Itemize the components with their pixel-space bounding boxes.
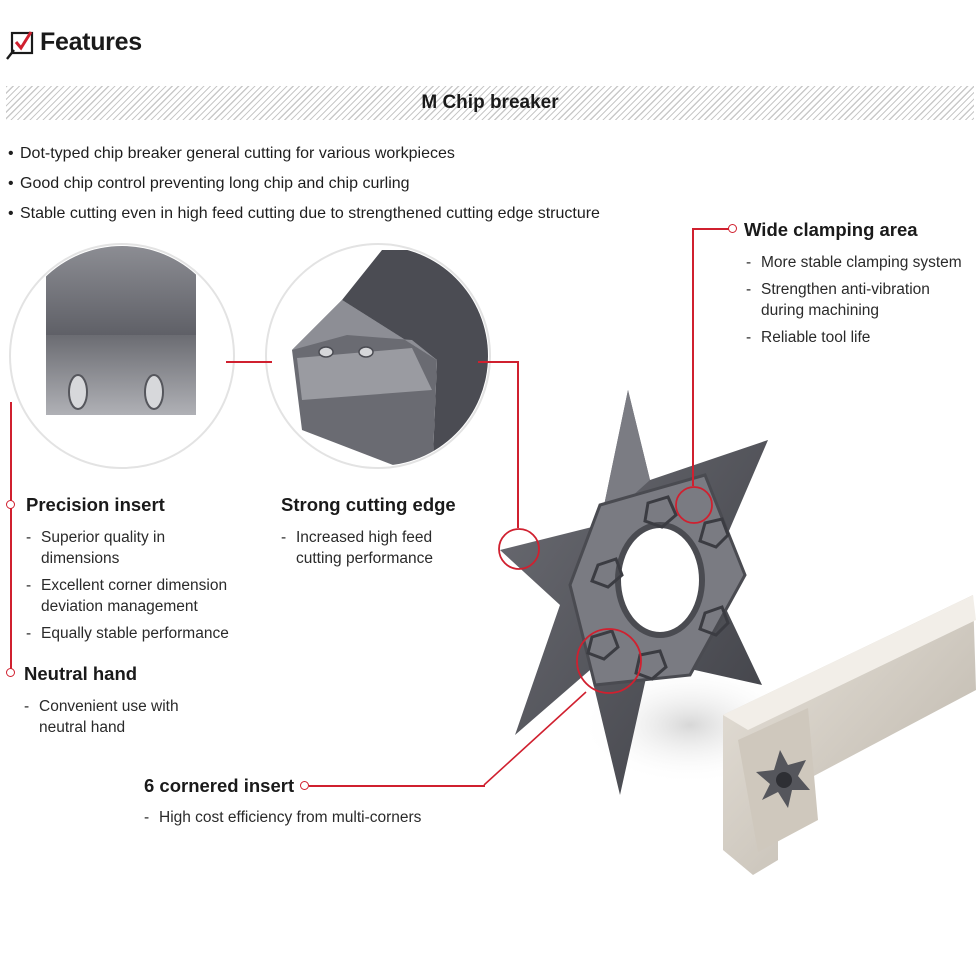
highlight-circle-clamping	[675, 486, 713, 524]
leader-line	[692, 228, 730, 230]
list-item: -High cost efficiency from multi-corners	[144, 809, 422, 826]
list-item: -Strengthen anti-vibration during machin…	[746, 281, 930, 319]
leader-line	[309, 785, 485, 787]
strong-edge-closeup-image	[265, 243, 491, 469]
callout-title-wide-clamping: Wide clamping area	[744, 219, 918, 240]
list-item: -Equally stable performance	[26, 625, 229, 642]
precision-insert-closeup-image	[9, 243, 235, 469]
leader-line	[478, 361, 518, 363]
checkbox-pen-icon	[6, 31, 34, 60]
list-item: •Dot-typed chip breaker general cutting …	[8, 145, 455, 162]
highlight-circle-strong-edge	[498, 528, 540, 570]
callout-title-six-corner: 6 cornered insert	[144, 775, 295, 796]
leader-node	[6, 668, 15, 677]
leader-node	[728, 224, 737, 233]
leader-line	[226, 361, 272, 363]
callout-list-strong-edge: -Increased high feed cutting performance	[281, 527, 481, 575]
leader-line	[10, 402, 12, 674]
page-title: Features	[40, 28, 142, 56]
six-corner-insert-image	[500, 390, 790, 795]
leader-line	[692, 228, 694, 486]
list-item: -Convenient use with neutral hand	[24, 698, 179, 736]
section-title: M Chip breaker	[421, 92, 559, 113]
callout-list-precision: -Superior quality in dimensions -Excelle…	[26, 527, 266, 650]
leader-node	[300, 781, 309, 790]
callout-title-strong-edge: Strong cutting edge	[281, 494, 456, 515]
list-item: -Reliable tool life	[746, 329, 871, 346]
callout-title-precision: Precision insert	[26, 494, 165, 515]
callout-list-neutral: -Convenient use with neutral hand	[24, 696, 244, 744]
leader-node	[6, 500, 15, 509]
leader-line	[483, 691, 587, 786]
list-item: -Superior quality in dimensions	[26, 529, 166, 567]
tool-holder-image	[723, 595, 976, 875]
callout-title-neutral: Neutral hand	[24, 663, 138, 684]
list-item: -More stable clamping system	[746, 254, 962, 271]
feature-bullet-list: •Dot-typed chip breaker general cutting …	[8, 144, 600, 234]
list-item: -Excellent corner dimension deviation ma…	[26, 577, 228, 615]
section-band	[6, 86, 974, 120]
list-item: •Stable cutting even in high feed cuttin…	[8, 205, 600, 222]
callout-list-wide-clamping: -More stable clamping system -Strengthen…	[746, 252, 978, 354]
leader-line	[517, 361, 519, 528]
list-item: -Increased high feed cutting performance	[281, 529, 433, 567]
highlight-circle-six-corner	[576, 628, 642, 694]
list-item: •Good chip control preventing long chip …	[8, 175, 410, 192]
callout-list-six-corner: -High cost efficiency from multi-corners	[144, 807, 464, 834]
